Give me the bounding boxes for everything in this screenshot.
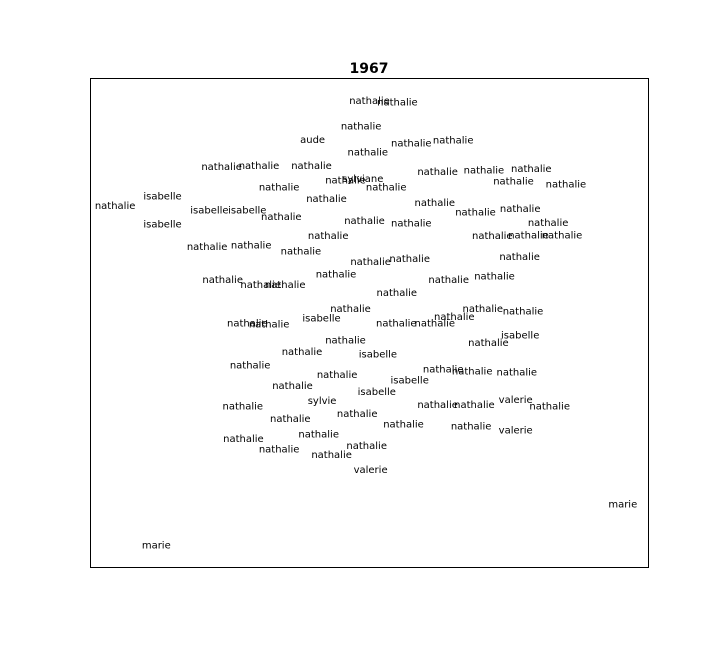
point-label-nathalie: nathalie [270, 414, 311, 425]
point-label-valerie: valerie [499, 395, 533, 406]
point-label-nathalie: nathalie [464, 165, 505, 176]
point-label-nathalie: nathalie [389, 254, 430, 265]
point-label-nathalie: nathalie [240, 280, 281, 291]
point-label-nathalie: nathalie [346, 441, 387, 452]
point-label-nathalie: nathalie [377, 98, 418, 109]
point-label-nathalie: nathalie [265, 280, 306, 291]
point-label-nathalie: nathalie [472, 231, 513, 242]
point-label-marie: marie [142, 541, 171, 552]
point-label-nathalie: nathalie [311, 450, 352, 461]
point-label-nathalie: nathalie [230, 361, 271, 372]
point-label-valerie: valerie [354, 465, 388, 476]
point-label-nathalie: nathalie [493, 177, 534, 188]
point-label-nathalie: nathalie [202, 275, 243, 286]
point-label-nathalie: nathalie [391, 219, 432, 230]
point-label-nathalie: nathalie [454, 400, 495, 411]
point-label-nathalie: nathalie [298, 430, 339, 441]
point-label-nathalie: nathalie [259, 445, 300, 456]
point-label-nathalie: nathalie [201, 162, 242, 173]
plot-frame [90, 78, 649, 568]
point-label-isabelle: isabelle [501, 331, 539, 342]
point-label-nathalie: nathalie [337, 409, 378, 420]
point-label-nathalie: nathalie [499, 252, 540, 263]
point-label-nathalie: nathalie [415, 319, 456, 330]
point-label-nathalie: nathalie [308, 231, 349, 242]
chart-title: 1967 [350, 61, 389, 77]
point-label-nathalie: nathalie [325, 176, 366, 187]
point-label-isabelle: isabelle [143, 220, 181, 231]
point-label-nathalie: nathalie [391, 139, 432, 150]
point-label-nathalie: nathalie [249, 320, 290, 331]
point-label-nathalie: nathalie [366, 183, 407, 194]
point-label-nathalie: nathalie [428, 275, 469, 286]
point-label-nathalie: nathalie [434, 312, 475, 323]
point-label-nathalie: nathalie [417, 167, 458, 178]
point-label-nathalie: nathalie [344, 216, 385, 227]
point-label-nathalie: nathalie [500, 204, 541, 215]
point-label-nathalie: nathalie [497, 367, 538, 378]
point-label-isabelle: isabelle [228, 206, 266, 217]
point-label-nathalie: nathalie [528, 218, 569, 229]
point-label-nathalie: nathalie [433, 136, 474, 147]
point-label-marie: marie [608, 499, 637, 510]
point-label-sylvie: sylvie [308, 396, 337, 407]
point-label-nathalie: nathalie [325, 336, 366, 347]
point-label-sylviane: sylviane [342, 174, 383, 185]
point-label-isabelle: isabelle [391, 376, 429, 387]
point-label-nathalie: nathalie [348, 147, 389, 158]
point-label-nathalie: nathalie [529, 402, 570, 413]
point-label-nathalie: nathalie [231, 241, 272, 252]
point-label-isabelle: isabelle [143, 191, 181, 202]
point-label-nathalie: nathalie [341, 121, 382, 132]
point-label-isabelle: isabelle [359, 349, 397, 360]
point-label-nathalie: nathalie [187, 242, 228, 253]
point-label-nathalie: nathalie [376, 319, 417, 330]
point-label-nathalie: nathalie [350, 257, 391, 268]
point-label-nathalie: nathalie [508, 231, 549, 242]
point-label-nathalie: nathalie [415, 198, 456, 209]
point-label-nathalie: nathalie [423, 365, 464, 376]
point-label-nathalie: nathalie [239, 161, 280, 172]
point-label-nathalie: nathalie [468, 338, 509, 349]
point-label-nathalie: nathalie [349, 96, 390, 107]
point-label-isabelle: isabelle [190, 206, 228, 217]
point-label-nathalie: nathalie [377, 288, 418, 299]
point-label-nathalie: nathalie [95, 201, 136, 212]
point-label-nathalie: nathalie [503, 306, 544, 317]
point-label-nathalie: nathalie [474, 272, 515, 283]
point-label-nathalie: nathalie [330, 304, 371, 315]
point-label-nathalie: nathalie [383, 420, 424, 431]
point-label-nathalie: nathalie [282, 347, 323, 358]
point-label-nathalie: nathalie [546, 180, 587, 191]
point-label-valerie: valerie [499, 426, 533, 437]
point-label-nathalie: nathalie [281, 247, 322, 258]
point-label-nathalie: nathalie [261, 212, 302, 223]
point-label-nathalie: nathalie [511, 164, 552, 175]
point-label-nathalie: nathalie [291, 161, 332, 172]
point-label-nathalie: nathalie [542, 231, 583, 242]
point-label-nathalie: nathalie [417, 400, 458, 411]
point-label-nathalie: nathalie [306, 194, 347, 205]
point-label-nathalie: nathalie [455, 208, 496, 219]
point-label-nathalie: nathalie [451, 422, 492, 433]
point-label-nathalie: nathalie [316, 270, 357, 281]
point-label-nathalie: nathalie [317, 370, 358, 381]
point-label-nathalie: nathalie [223, 402, 264, 413]
point-label-isabelle: isabelle [302, 314, 340, 325]
point-label-nathalie: nathalie [463, 304, 504, 315]
point-label-nathalie: nathalie [223, 434, 264, 445]
point-label-nathalie: nathalie [272, 381, 313, 392]
point-label-nathalie: nathalie [259, 183, 300, 194]
point-label-aude: aude [300, 135, 325, 146]
point-label-isabelle: isabelle [358, 387, 396, 398]
point-label-nathalie: nathalie [227, 319, 268, 330]
point-label-nathalie: nathalie [452, 366, 493, 377]
